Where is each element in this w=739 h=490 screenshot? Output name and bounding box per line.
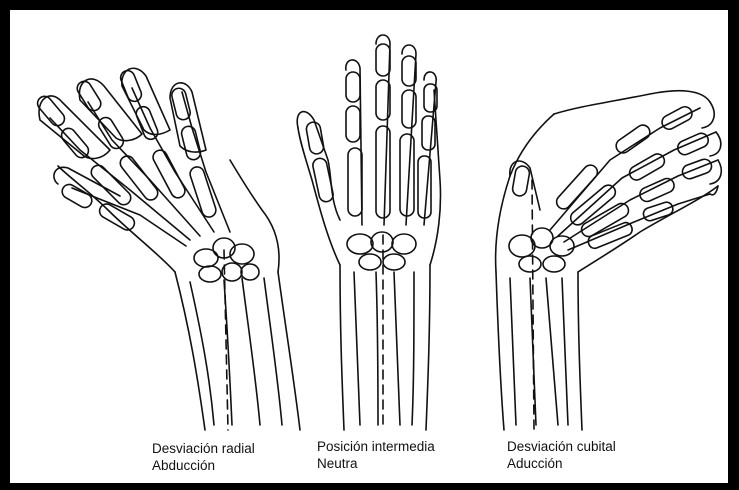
diagram-panel: Desviación radial Abducción Posición int…: [10, 10, 728, 483]
ulnar-deviation-hand-drawing: [496, 91, 722, 430]
carpal-bones-left: [194, 238, 259, 282]
caption-line: Desviación radial: [152, 440, 255, 457]
caption-line: Neutra: [317, 455, 435, 472]
radial-deviation-hand-drawing: [35, 68, 300, 430]
carpal-bones-mid: [347, 232, 416, 270]
caption-ulnar-deviation: Desviación cubital Aducción: [507, 438, 616, 472]
wrist-deviation-illustration: [10, 10, 728, 483]
finger-bones-left: [35, 69, 230, 246]
thumb-bone-mid: [305, 121, 324, 155]
axis-line-right: [532, 180, 534, 430]
carpal-bones-right: [509, 228, 574, 272]
caption-radial-deviation: Desviación radial Abducción: [152, 440, 255, 474]
caption-line: Desviación cubital: [507, 438, 616, 455]
caption-line: Posición intermedia: [317, 438, 435, 455]
caption-neutral-position: Posición intermedia Neutra: [317, 438, 435, 472]
finger-bones-mid: [346, 35, 437, 225]
caption-line: Abducción: [152, 457, 255, 474]
neutral-hand-drawing: [297, 35, 440, 430]
finger-bones-right: [550, 104, 718, 250]
caption-line: Aducción: [507, 455, 616, 472]
